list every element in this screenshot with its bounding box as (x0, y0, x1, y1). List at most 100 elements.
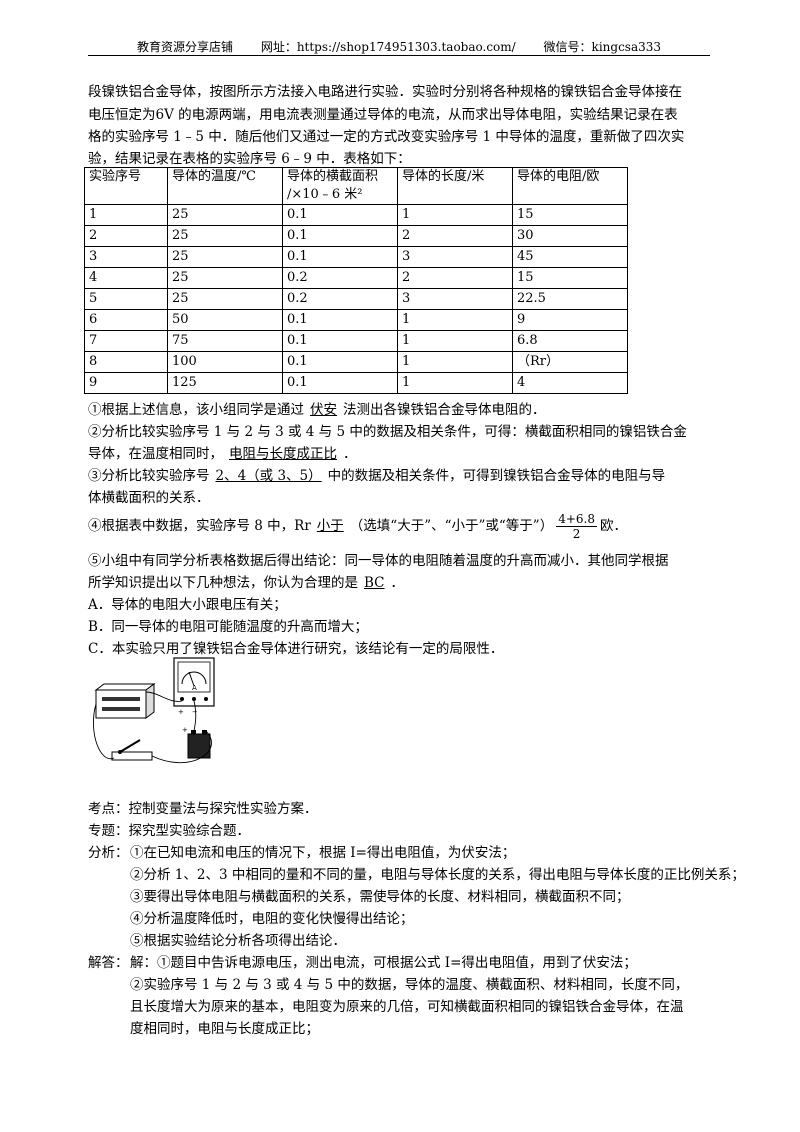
intro-line-3: 格的实验序号 1﹣5 中．随后他们又通过一定的方式改变实验序号 1 中导体的温度… (88, 129, 685, 145)
table-cell: 0.2 (282, 288, 398, 310)
table-cell: 4 (84, 267, 168, 289)
th-cross-section-l1: 导体的横截面积 (287, 169, 379, 184)
q4-answer: 小于 (316, 518, 344, 534)
table-cell: 50 (167, 309, 283, 331)
q4-text-a: ④根据表中数据，实验序号 8 中，Rr (88, 518, 311, 534)
fenxi-3: ③要得出导体电阻与横截面积的关系，需使导体的长度、材料相同，横截面积不同； (130, 889, 630, 905)
table-cell: 0.1 (282, 309, 398, 331)
zhuanti: 专题：探究型实验综合题． (88, 823, 250, 839)
table-header-row: 实验序号 导体的温度/℃ 导体的横截面积 /×10﹣6 米² 导体的长度/米 导… (84, 167, 628, 205)
question-1: ①根据上述信息，该小组同学是通过伏安法测出各镍铁铝合金导体电阻的． (88, 399, 546, 421)
q1-text-b: 法测出各镍铁铝合金导体电阻的． (343, 402, 546, 418)
fenxi-1: ①在已知电流和电压的情况下，根据 I=得出电阻值，为伏安法； (130, 845, 516, 861)
th-temperature: 导体的温度/℃ (167, 167, 283, 205)
kaodian: 考点：控制变量法与探究性实验方案． (88, 801, 318, 817)
table-cell: 0.1 (282, 246, 398, 268)
table-cell: 25 (167, 267, 283, 289)
option-a: A．导体的电阻大小跟电压有关； (88, 597, 287, 613)
wechat-id: 微信号：kingcsa333 (543, 40, 662, 54)
circuit-diagram: A + − + (92, 657, 215, 764)
table-cell: 9 (84, 372, 168, 394)
wires (92, 691, 212, 764)
jieda-1: 解：①题目中告诉电源电压，测出电流，可根据公式 I=得出电阻值，用到了伏安法； (130, 955, 637, 971)
svg-text:+: + (182, 726, 188, 734)
table-cell: 25 (167, 204, 283, 226)
table-cell: 125 (167, 372, 283, 394)
table-cell: 45 (512, 246, 628, 268)
q2-text-c: ． (343, 446, 357, 462)
experiment-table: 实验序号 导体的温度/℃ 导体的横截面积 /×10﹣6 米² 导体的长度/米 导… (84, 167, 628, 394)
table-cell: 9 (512, 309, 628, 331)
table-cell: 6 (84, 309, 168, 331)
table-cell: 1 (397, 330, 513, 352)
switch-icon (111, 739, 153, 761)
resistor-box-icon (94, 683, 156, 719)
question-2-line-2: 导体，在温度相同时， 电阻与长度成正比 ． (88, 443, 357, 465)
table-cell: 2 (84, 225, 168, 247)
th-resistance: 导体的电阻/欧 (512, 167, 628, 205)
q3-answer: 2、4（或 3、5） (215, 468, 322, 484)
table-cell: 75 (167, 330, 283, 352)
table-cell: 6.8 (512, 330, 628, 352)
fenxi-label: 分析： (88, 845, 129, 861)
q5-text-c: ． (390, 575, 405, 591)
question-2-line-1: ②分析比较实验序号 1 与 2 与 3 或 4 与 5 中的数据及相关条件，可得… (88, 424, 687, 440)
table-cell: 15 (512, 204, 628, 226)
table-cell: 5 (84, 288, 168, 310)
svg-text:−: − (192, 708, 198, 716)
header-divider (88, 55, 710, 56)
q3-text-b: 中的数据及相关条件，可得到镍铁铝合金导体的电阻与导 (327, 468, 666, 484)
page-header: 教育资源分享店铺 网址：https://shop174951303.taobao… (88, 38, 710, 56)
q4-fraction-denominator: 2 (572, 527, 581, 541)
q4-fraction-numerator: 4+6.8 (556, 512, 597, 527)
table-cell: 1 (397, 309, 513, 331)
table-cell: 1 (397, 372, 513, 394)
table-cell: 100 (167, 351, 283, 373)
table-cell: 8 (84, 351, 168, 373)
table-cell: （Rr） (512, 351, 628, 373)
table-cell: 25 (167, 246, 283, 268)
th-serial: 实验序号 (84, 167, 168, 205)
q5-answer: BC (364, 575, 385, 591)
fenxi-4: ④分析温度降低时，电阻的变化快慢得出结论； (130, 911, 414, 927)
jieda-3: 且长度增大为原来的基本，电阻变为原来的几倍，可知横截面积相同的镍铝铁合金导体，在… (130, 999, 684, 1015)
q2-text-b: 导体，在温度相同时， (88, 446, 223, 462)
table-cell: 22.5 (512, 288, 628, 310)
shop-url: 网址：https://shop174951303.taobao.com/ (260, 40, 516, 54)
jieda-label: 解答： (88, 955, 129, 971)
table-cell: 0.1 (282, 372, 398, 394)
q5-text-b: 所学知识提出以下几种想法，你认为合理的是 (88, 575, 358, 591)
table-cell: 4 (512, 372, 628, 394)
table-cell: 0.1 (282, 204, 398, 226)
table-cell: 7 (84, 330, 168, 352)
question-3-line-2: 体横截面积的关系． (88, 490, 210, 506)
intro-line-4: 验，结果记录在表格的实验序号 6﹣9 中．表格如下： (88, 151, 411, 167)
table-cell: 3 (84, 246, 168, 268)
intro-line-2: 电压恒定为6V 的电源两端，用电流表测量通过导体的电流，从而求出导体电阻，实验结… (88, 107, 678, 123)
th-cross-section-l2: /×10﹣6 米² (287, 187, 363, 202)
option-b: B．同一导体的电阻可能随温度的升高而增大； (88, 619, 368, 635)
fenxi-5: ⑤根据实验结论分析各项得出结论． (130, 933, 346, 949)
q1-text-a: ①根据上述信息，该小组同学是通过 (88, 402, 304, 418)
table-cell: 2 (397, 225, 513, 247)
table-cell: 0.2 (282, 267, 398, 289)
table-cell: 1 (84, 204, 168, 226)
table-cell: 15 (512, 267, 628, 289)
q4-text-c: 欧． (600, 518, 627, 534)
intro-line-1: 段镍铁铝合金导体，按图所示方法接入电路进行实验．实验时分别将各种规格的镍铁铝合金… (88, 84, 682, 100)
table-cell: 25 (167, 225, 283, 247)
table-cell: 0.1 (282, 225, 398, 247)
table-cell: 1 (397, 204, 513, 226)
q2-answer: 电阻与长度成正比 (229, 446, 337, 462)
q1-answer: 伏安 (310, 402, 337, 418)
th-length: 导体的长度/米 (397, 167, 513, 205)
